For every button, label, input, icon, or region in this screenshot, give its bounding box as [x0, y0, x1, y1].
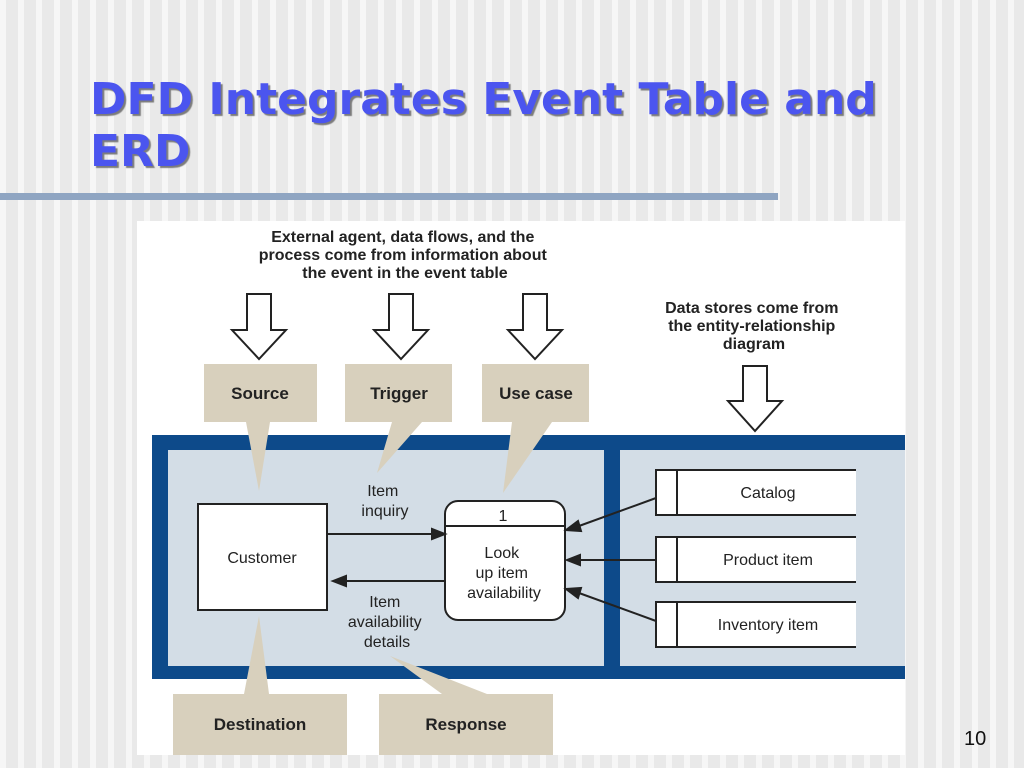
erd-note: Data stores come from the entity-relatio… [665, 300, 843, 353]
data-store-label: Product item [723, 552, 813, 569]
item-inquiry-label: Item inquiry [361, 483, 408, 520]
response-label: Response [425, 715, 506, 734]
data-store-product-item: Product item [655, 536, 856, 583]
down-arrow-icon [371, 293, 431, 361]
trigger-callout [345, 364, 452, 473]
use-case-label: Use case [499, 384, 573, 403]
down-arrow-icon [229, 293, 289, 361]
event-table-note: External agent, data flows, and the proc… [259, 229, 552, 282]
data-store-box [656, 602, 856, 647]
process-name: Look up item availability [467, 545, 541, 602]
arrowhead-icon [564, 553, 581, 567]
use-case-callout [482, 364, 589, 493]
down-arrow-icon [505, 293, 565, 361]
catalog-flow [578, 497, 657, 527]
data-store-box [656, 470, 856, 515]
arrowhead-icon [431, 527, 448, 541]
inventory-item-flow [578, 592, 657, 622]
data-store-label: Catalog [740, 485, 795, 502]
availability-details-label: Item availability details [348, 594, 426, 651]
customer-box [197, 503, 328, 611]
data-store-label: Inventory item [718, 617, 818, 634]
down-arrow-icon [725, 365, 785, 433]
arrowhead-icon [563, 586, 583, 600]
data-store-catalog: Catalog [655, 469, 856, 516]
response-callout [379, 656, 553, 755]
page-number: 10 [964, 728, 987, 750]
trigger-label: Trigger [370, 384, 428, 403]
data-store-outline [655, 536, 856, 583]
destination-callout [173, 616, 347, 755]
data-store-box [656, 537, 856, 582]
dfd-diagram: External agent, data flows, and the proc… [137, 221, 905, 755]
source-label: Source [231, 384, 289, 403]
destination-label: Destination [214, 715, 307, 734]
arrowhead-icon [563, 519, 583, 533]
data-store-inventory-item: Inventory item [655, 601, 856, 648]
data-store-outline [655, 469, 856, 516]
slide-title: DFD Integrates Event Table and ERD [90, 74, 877, 177]
data-store-outline [655, 601, 856, 648]
process-box [444, 500, 566, 621]
arrowhead-icon [330, 574, 347, 588]
source-callout [204, 364, 317, 491]
customer-label: Customer [227, 550, 297, 567]
title-divider [0, 193, 778, 200]
process-number: 1 [499, 508, 508, 525]
